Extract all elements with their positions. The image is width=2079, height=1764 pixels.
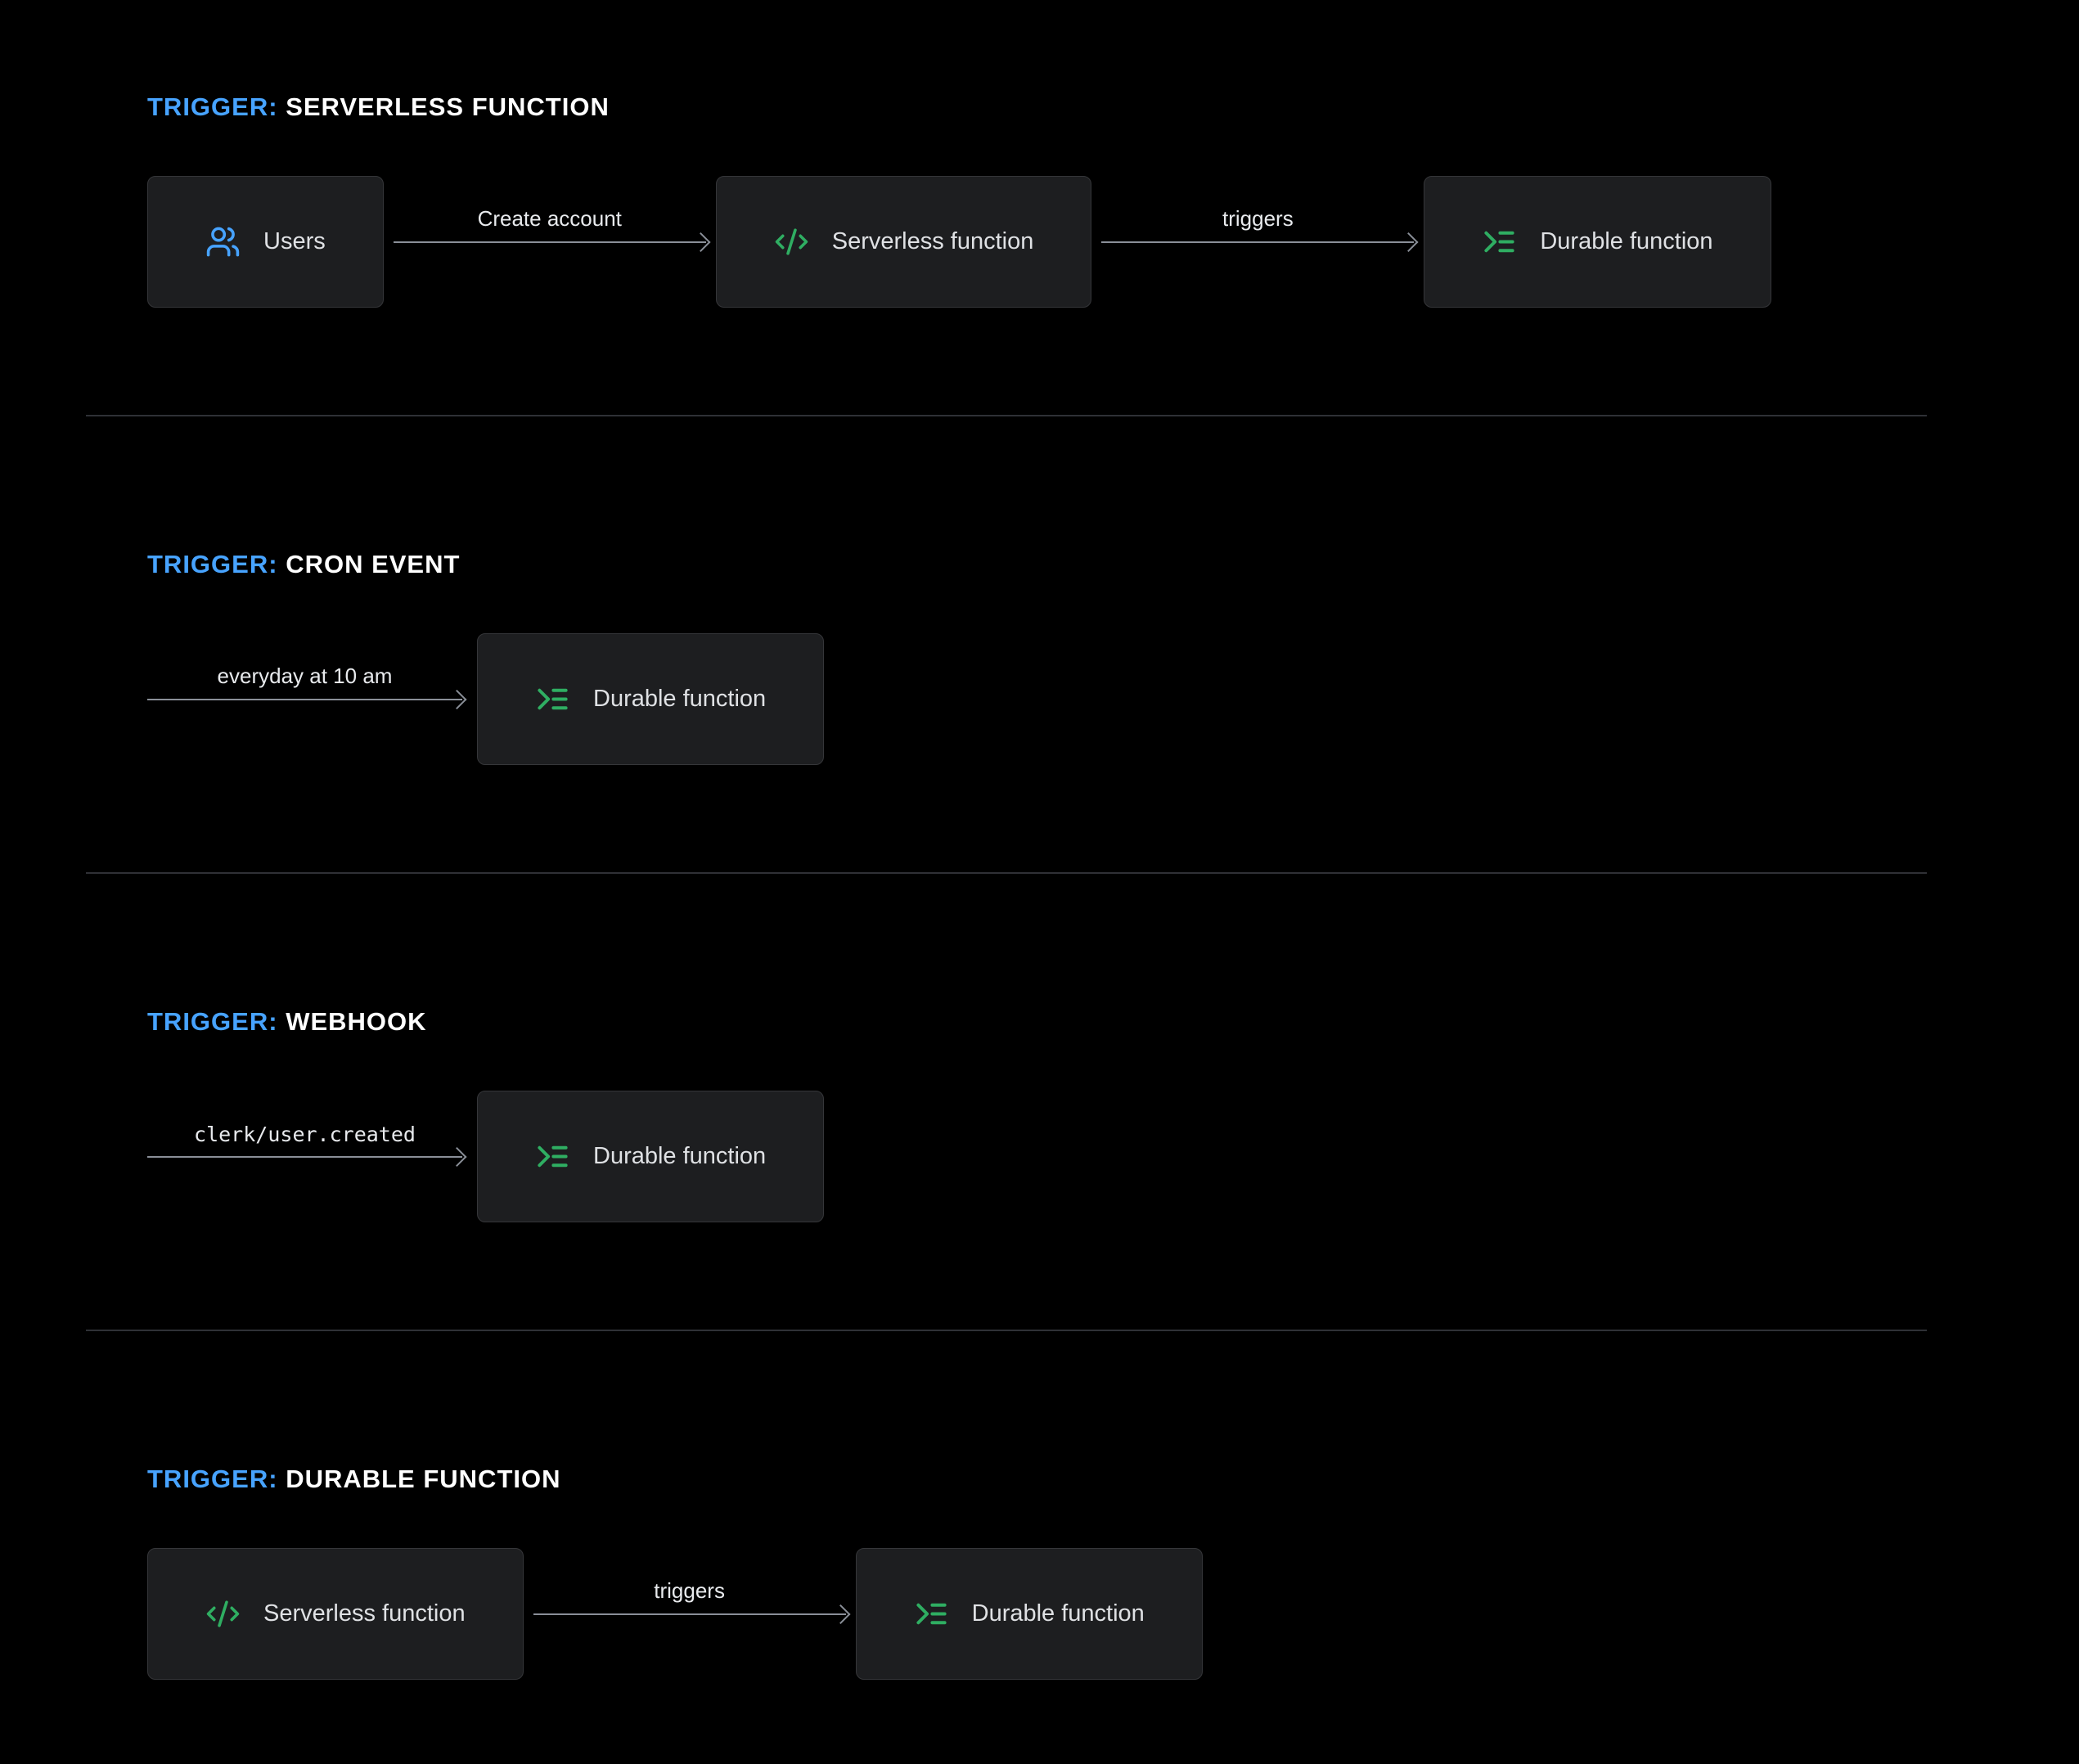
section-divider bbox=[86, 872, 1927, 874]
arrow-label: Create account bbox=[477, 205, 622, 231]
section-heading: TRIGGER: SERVERLESS FUNCTION bbox=[147, 92, 1927, 122]
node-label: Durable function bbox=[1540, 228, 1713, 254]
arrow-label: clerk/user.created bbox=[194, 1122, 416, 1146]
heading-prefix: TRIGGER: bbox=[147, 550, 278, 578]
code-icon bbox=[774, 224, 809, 259]
diagram-row: clerk/user.created Durable function bbox=[147, 1091, 1927, 1222]
heading-title: WEBHOOK bbox=[286, 1007, 427, 1036]
node-label: Serverless function bbox=[263, 1600, 466, 1627]
durable-function-icon bbox=[914, 1596, 949, 1631]
section-divider bbox=[86, 1330, 1927, 1331]
right-arrow-icon bbox=[533, 1613, 846, 1615]
node-label: Durable function bbox=[971, 1600, 1145, 1627]
heading-prefix: TRIGGER: bbox=[147, 92, 278, 121]
section-divider bbox=[86, 415, 1927, 416]
node-serverless-function: Serverless function bbox=[147, 1548, 524, 1680]
durable-function-icon bbox=[1482, 224, 1517, 259]
right-arrow-icon bbox=[393, 241, 706, 243]
section-heading: TRIGGER: DURABLE FUNCTION bbox=[147, 1464, 1927, 1494]
right-arrow-icon bbox=[1101, 241, 1415, 243]
node-durable-function: Durable function bbox=[1424, 176, 1771, 308]
durable-function-icon bbox=[535, 682, 570, 717]
arrow-triggers: triggers bbox=[533, 1548, 846, 1680]
node-label: Durable function bbox=[593, 686, 767, 712]
arrow-webhook-event: clerk/user.created bbox=[147, 1091, 462, 1222]
section-heading: TRIGGER: WEBHOOK bbox=[147, 1006, 1927, 1037]
heading-title: CRON EVENT bbox=[286, 550, 461, 578]
node-users: Users bbox=[147, 176, 384, 308]
heading-title: DURABLE FUNCTION bbox=[286, 1465, 561, 1493]
section-trigger-webhook: TRIGGER: WEBHOOK clerk/user.created Dura… bbox=[147, 1006, 1927, 1222]
node-durable-function: Durable function bbox=[477, 633, 825, 765]
section-trigger-durable-function: TRIGGER: DURABLE FUNCTION Serverless fun… bbox=[147, 1464, 1927, 1680]
arrow-create-account: Create account bbox=[393, 176, 706, 308]
heading-prefix: TRIGGER: bbox=[147, 1465, 278, 1493]
arrow-label: everyday at 10 am bbox=[217, 663, 393, 688]
diagram-row: Users Create account Serverless function… bbox=[147, 176, 1927, 308]
durable-function-icon bbox=[535, 1139, 570, 1174]
diagram-row: everyday at 10 am Durable function bbox=[147, 633, 1927, 765]
node-label: Durable function bbox=[593, 1143, 767, 1169]
diagram-row: Serverless function triggers Durable fun… bbox=[147, 1548, 1927, 1680]
code-icon bbox=[205, 1596, 241, 1631]
section-trigger-serverless-function: TRIGGER: SERVERLESS FUNCTION Users Creat… bbox=[147, 92, 1927, 308]
node-serverless-function: Serverless function bbox=[715, 176, 1092, 308]
section-trigger-cron-event: TRIGGER: CRON EVENT everyday at 10 am Du… bbox=[147, 549, 1927, 765]
users-icon bbox=[205, 224, 241, 259]
node-durable-function: Durable function bbox=[477, 1091, 825, 1222]
arrow-label: triggers bbox=[1222, 205, 1294, 231]
arrow-cron-schedule: everyday at 10 am bbox=[147, 633, 462, 765]
arrow-label: triggers bbox=[654, 1577, 725, 1603]
arrow-triggers: triggers bbox=[1101, 176, 1415, 308]
node-label: Serverless function bbox=[831, 228, 1034, 254]
right-arrow-icon bbox=[147, 1155, 462, 1158]
right-arrow-icon bbox=[147, 698, 462, 700]
node-label: Users bbox=[263, 228, 326, 254]
section-heading: TRIGGER: CRON EVENT bbox=[147, 549, 1927, 579]
node-durable-function: Durable function bbox=[855, 1548, 1203, 1680]
heading-prefix: TRIGGER: bbox=[147, 1007, 278, 1036]
heading-title: SERVERLESS FUNCTION bbox=[286, 92, 610, 121]
